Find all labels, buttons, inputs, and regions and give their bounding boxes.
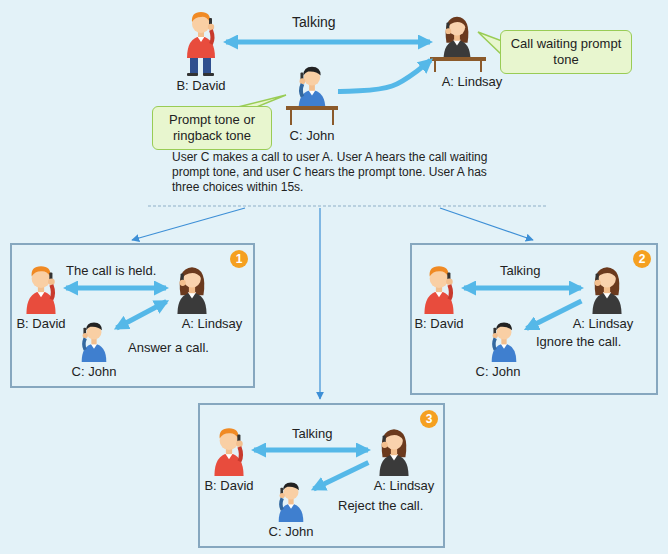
- edge-label: Ignore the call.: [536, 334, 621, 349]
- person-name: A: Lindsay: [182, 316, 243, 331]
- person-node: C: John: [485, 318, 523, 362]
- person-node: C: John: [272, 478, 310, 522]
- branch-arrow: [319, 208, 320, 399]
- call-arrow: [254, 448, 368, 453]
- description-text: User C makes a call to user A. User A he…: [172, 150, 507, 195]
- call-arrow: [66, 286, 166, 291]
- person-node: C: John: [75, 318, 113, 362]
- call-arrow: [314, 462, 369, 489]
- person-figure: [430, 17, 486, 72]
- person-name: A: Lindsay: [442, 74, 503, 89]
- callout-text: Call waiting prompt tone: [507, 36, 625, 67]
- person-name: C: John: [290, 128, 335, 143]
- person-node: B: David: [418, 262, 460, 314]
- edge-label: Talking: [500, 263, 540, 278]
- callout-number: 1: [230, 250, 248, 268]
- person-name: C: John: [269, 524, 314, 539]
- edge-label: Talking: [292, 14, 336, 30]
- scenario-panel: 3 B: David A: Lindsay C: John: [198, 403, 445, 548]
- edge-label: The call is held.: [66, 263, 156, 278]
- person-node: B: David: [180, 8, 222, 76]
- person-name: B: David: [176, 78, 225, 93]
- person-name: A: Lindsay: [374, 478, 435, 493]
- person-name: C: John: [72, 364, 117, 379]
- call-arrow: [226, 40, 430, 45]
- person-node: C: John: [290, 62, 334, 126]
- person-name: C: John: [476, 364, 521, 379]
- person-node: A: Lindsay: [372, 424, 416, 476]
- callout-number: 3: [420, 410, 438, 428]
- person-node: B: David: [20, 262, 62, 314]
- person-figure: [177, 267, 206, 314]
- person-name: B: David: [414, 316, 463, 331]
- person-figure: [379, 429, 408, 476]
- callout-text: Prompt tone or ringback tone: [159, 112, 265, 143]
- person-node: A: Lindsay: [434, 12, 482, 72]
- edge-label: Talking: [292, 426, 332, 441]
- person-figure: [26, 266, 55, 314]
- person-figure: [592, 267, 621, 314]
- person-figure: [187, 12, 215, 76]
- person-figure: [492, 322, 517, 362]
- person-name: B: David: [204, 478, 253, 493]
- person-node: B: David: [208, 424, 250, 476]
- edge-label: Reject the call.: [338, 498, 423, 513]
- edge-label: Answer a call.: [128, 340, 209, 355]
- call-arrow: [117, 302, 167, 328]
- branch-arrow: [440, 208, 533, 240]
- person-figure: [82, 322, 107, 362]
- callout-bubble: Call waiting prompt tone: [500, 30, 632, 74]
- person-figure: [424, 266, 453, 314]
- person-figure: [214, 428, 243, 476]
- callout-tail: [478, 32, 502, 55]
- person-name: A: Lindsay: [573, 316, 634, 331]
- call-arrow: [464, 286, 581, 291]
- person-node: A: Lindsay: [585, 262, 629, 314]
- person-figure: [286, 67, 338, 125]
- person-name: B: David: [16, 316, 65, 331]
- branch-arrow: [132, 208, 245, 240]
- call-arrow: [338, 60, 431, 91]
- callout-bubble: Prompt tone or ringback tone: [152, 106, 272, 150]
- divider-line: [148, 205, 548, 206]
- person-figure: [279, 482, 304, 522]
- person-node: A: Lindsay: [170, 262, 214, 314]
- callout-number: 2: [633, 250, 651, 268]
